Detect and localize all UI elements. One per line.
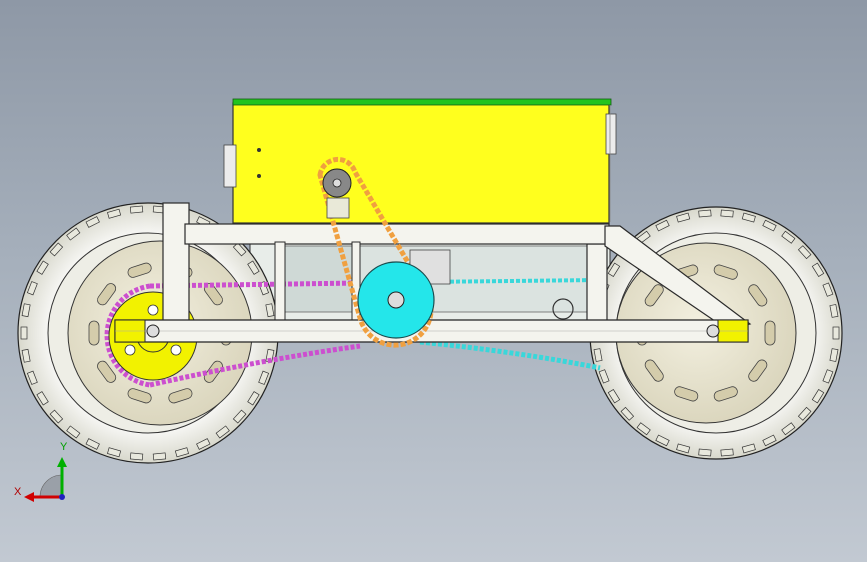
rear-chain [104,280,361,388]
hopper-body [232,102,610,224]
hopper [223,98,617,224]
z-axis-dot [59,494,65,500]
axis-x-label: X [14,486,22,498]
rear-frame-rail [249,229,611,321]
chassis-frame [162,202,752,331]
front-tire-tread [592,209,840,457]
hopper-lid [232,98,612,106]
front-chain [419,339,601,371]
rear-tire-tread [20,205,276,461]
coordinate-triad [24,457,67,502]
axle-beam [114,319,749,343]
axis-y-label: Y [60,441,68,453]
drive-assembly [317,156,574,348]
